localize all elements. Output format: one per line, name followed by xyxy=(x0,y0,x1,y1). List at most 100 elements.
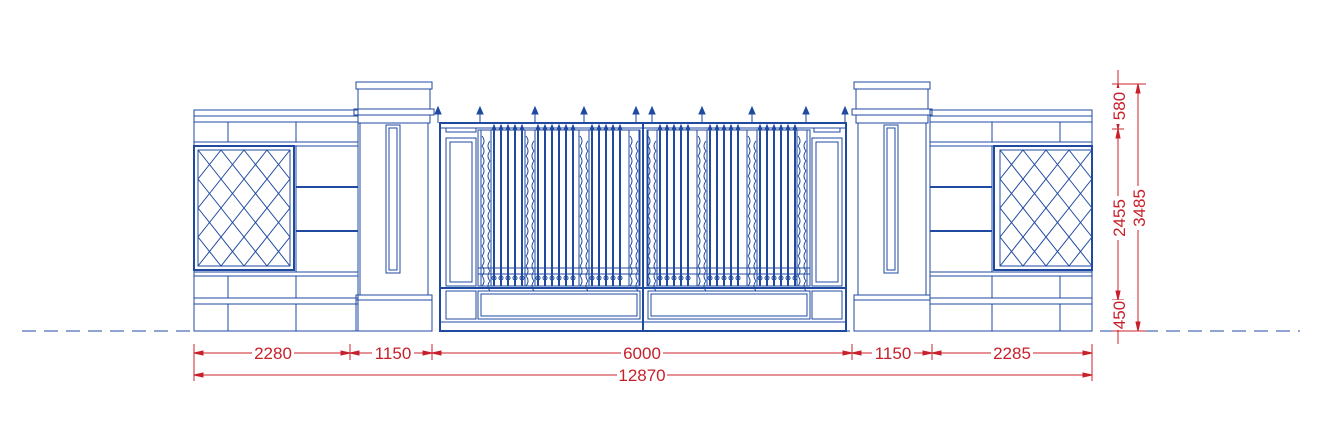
gate-scroll-column xyxy=(628,129,640,287)
gate-bar-collar xyxy=(589,275,595,281)
gate-scroll-column xyxy=(696,129,708,287)
left-pillar xyxy=(353,81,435,332)
gate-scroll-column xyxy=(746,129,758,287)
gate-bar-collar xyxy=(542,275,548,281)
gate-scroll-ornament xyxy=(525,135,535,292)
gate-bar-collar xyxy=(785,275,791,281)
gate-bar-collar xyxy=(570,275,576,281)
gate-bars xyxy=(477,129,811,292)
gate-bar-collar xyxy=(617,275,623,281)
gate-bar-collar xyxy=(549,275,555,281)
gate-bar-spike xyxy=(542,123,548,131)
gate-bar-spike xyxy=(512,123,518,131)
gate-bar-collar xyxy=(792,275,798,281)
dim-right-pillar: 1150 xyxy=(875,344,912,363)
gate-bar-collar xyxy=(596,275,602,281)
gate-finial-spear xyxy=(748,105,756,115)
gate-scroll-ornament xyxy=(579,135,589,292)
gate-bar-collar xyxy=(714,275,720,281)
gate-bar-spike xyxy=(505,123,511,131)
gate-scroll-ornament xyxy=(629,135,639,292)
gate-bar-spike xyxy=(735,123,741,131)
gate-bar-spike xyxy=(778,123,784,131)
gate-scroll-ornament xyxy=(747,135,757,292)
gate-bar-spike xyxy=(792,123,798,131)
dim-base-height: 450 xyxy=(1110,301,1129,329)
gate-bar-collar xyxy=(556,275,562,281)
gate-bar-collar xyxy=(535,275,541,281)
gate-frame xyxy=(439,122,847,332)
gate-bar-spike xyxy=(728,123,734,131)
dim-right-wall: 2285 xyxy=(993,344,1031,363)
gate-scroll-column xyxy=(578,129,590,287)
gate-bar-collar xyxy=(721,275,727,281)
gate-bar-spike xyxy=(657,123,663,131)
right-wall xyxy=(929,109,1093,332)
dim-cap-height: 580 xyxy=(1110,92,1129,120)
gate-leaf-frame xyxy=(647,129,811,287)
gate-finial-spear xyxy=(632,105,640,115)
gate-bar-collar xyxy=(603,275,609,281)
gate-bar-spike xyxy=(556,123,562,131)
gate-bar-spike xyxy=(519,123,525,131)
left-lattice-panel xyxy=(193,145,295,271)
horizontal-dimension-labels: 2280 1150 6000 1150 2285 12870 xyxy=(252,344,1033,385)
gate-bar-spike xyxy=(596,123,602,131)
gate-scroll-ornament xyxy=(481,135,491,292)
gate-bar-spike xyxy=(498,123,504,131)
gate-bar-spike xyxy=(671,123,677,131)
gate-bar-collar xyxy=(519,275,525,281)
dim-left-pillar: 1150 xyxy=(375,344,412,363)
gate-bar-collar xyxy=(771,275,777,281)
vertical-dimension-labels: 580 2455 3485 450 xyxy=(1109,88,1149,330)
gate-scroll-column xyxy=(646,129,658,287)
gate-bar-spike xyxy=(603,123,609,131)
gate-bar-collar xyxy=(664,275,670,281)
gate-bar-collar xyxy=(657,275,663,281)
gate-bar-collar xyxy=(735,275,741,281)
horizontal-dimension-lines xyxy=(193,344,1093,381)
gate-finial-spear xyxy=(531,105,539,115)
dim-total-height: 3485 xyxy=(1130,189,1149,227)
gate-bar-collar xyxy=(728,275,734,281)
gate-bar-spike xyxy=(678,123,684,131)
dim-left-wall: 2280 xyxy=(254,344,292,363)
gate-bar-spike xyxy=(771,123,777,131)
right-pillar xyxy=(851,81,933,332)
gate-scroll-ornament xyxy=(647,135,657,292)
gate-finial-spear xyxy=(648,105,656,115)
gate-bar-collar xyxy=(678,275,684,281)
gate-finial-spear xyxy=(476,105,484,115)
gate-finial-spear xyxy=(802,105,810,115)
gate-bar-spike xyxy=(664,123,670,131)
dim-total-width: 12870 xyxy=(618,366,665,385)
gate-bar-spike xyxy=(764,123,770,131)
left-wall xyxy=(193,109,359,332)
right-lattice-panel xyxy=(993,145,1093,271)
gate-bar-collar xyxy=(498,275,504,281)
gate-bar-spike xyxy=(570,123,576,131)
gate-bar-spike xyxy=(549,123,555,131)
gate-finials xyxy=(434,105,849,131)
gate-bar-spike xyxy=(707,123,713,131)
gate-finial-spear xyxy=(434,105,442,115)
gate-finial-spear xyxy=(580,105,588,115)
gate-bar-spike xyxy=(721,123,727,131)
gate-scroll-column xyxy=(480,129,492,287)
gate-bar-collar xyxy=(671,275,677,281)
gate-bar-spike xyxy=(589,123,595,131)
gate-bar-collar xyxy=(757,275,763,281)
gate-scroll-column xyxy=(796,129,808,287)
gate-finial-spear xyxy=(698,105,706,115)
gate-bar-spike xyxy=(785,123,791,131)
gate-bar-spike xyxy=(617,123,623,131)
gate-bar-collar xyxy=(707,275,713,281)
gate-bar-spike xyxy=(535,123,541,131)
gate-bar-spike xyxy=(491,123,497,131)
gate-scroll-column xyxy=(524,129,536,287)
gate-bar-spike xyxy=(714,123,720,131)
gate-bar-collar xyxy=(512,275,518,281)
gate-finial-spear xyxy=(841,105,849,115)
gate-bar-collar xyxy=(778,275,784,281)
gate-bar-spike xyxy=(563,123,569,131)
